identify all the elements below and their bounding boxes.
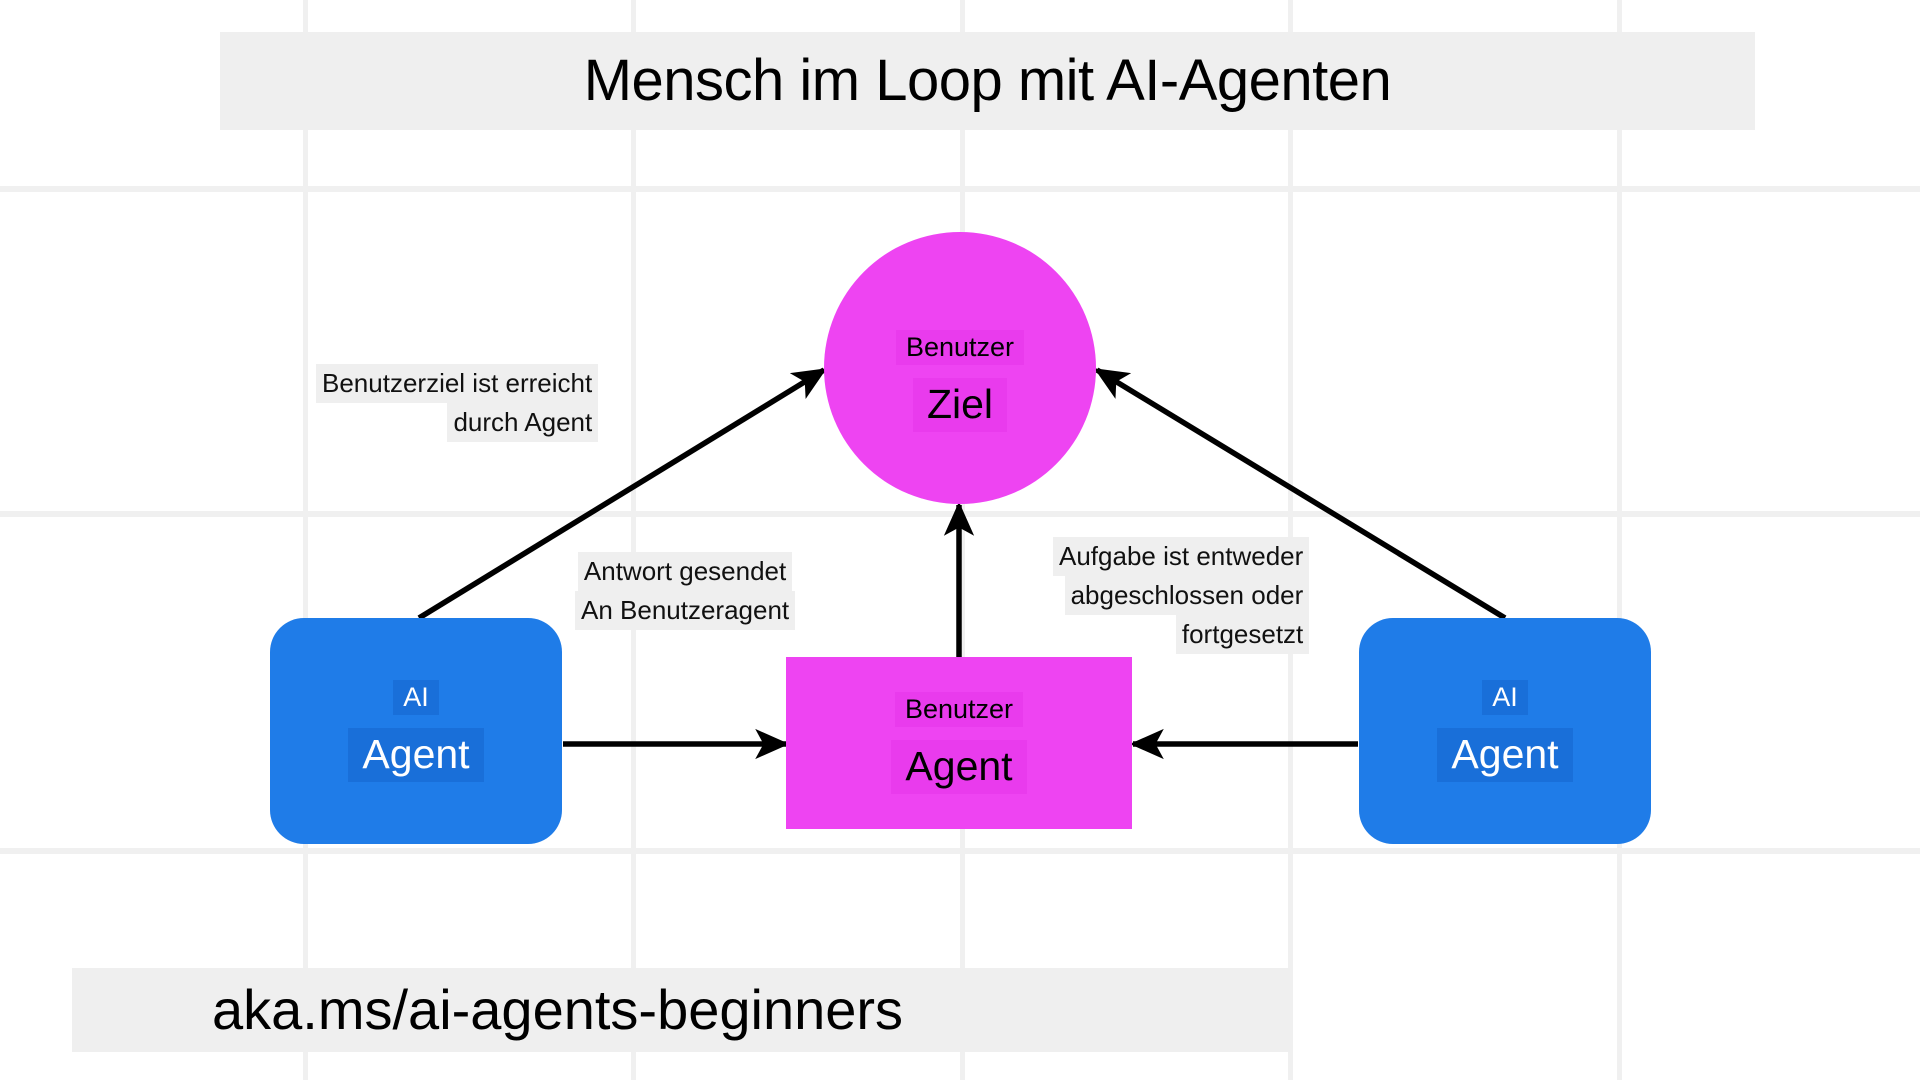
- footer-link-text[interactable]: aka.ms/ai-agents-beginners: [212, 978, 904, 1041]
- node-user-goal[interactable]: Benutzer Ziel: [824, 232, 1096, 504]
- grid-line-vertical: [960, 0, 965, 1080]
- grid-line-vertical: [303, 0, 308, 1080]
- grid-line-horizontal: [0, 848, 1920, 854]
- edge-label-response-sent-line1: Antwort gesendet: [577, 552, 793, 591]
- node-ai-agent-left-line1: AI: [393, 680, 439, 716]
- title-banner: Mensch im Loop mit AI-Agenten: [220, 32, 1755, 130]
- edge-label-goal-reached: Benutzerziel ist erreicht durch Agent: [316, 364, 599, 442]
- edge-label-response-sent: Antwort gesendet An Benutzeragent: [575, 552, 796, 630]
- footer-banner: aka.ms/ai-agents-beginners: [72, 968, 1290, 1052]
- node-user-agent[interactable]: Benutzer Agent: [786, 657, 1132, 829]
- edge-right-agent-to-user-goal: [1094, 367, 1507, 621]
- grid-line-vertical: [1617, 0, 1622, 1080]
- node-ai-agent-left-line2: Agent: [348, 728, 484, 782]
- node-user-goal-line1: Benutzer: [895, 330, 1025, 366]
- grid-line-vertical: [631, 0, 636, 1080]
- grid-line-horizontal: [0, 186, 1920, 192]
- node-user-agent-line1: Benutzer: [894, 692, 1024, 728]
- edge-label-task-status: Aufgabe ist entweder abgeschlossen oder …: [1053, 537, 1310, 654]
- edge-label-goal-reached-line2: durch Agent: [447, 402, 599, 442]
- edge-label-task-status-line2: abgeschlossen oder: [1064, 575, 1310, 615]
- node-ai-agent-left[interactable]: AI Agent: [270, 618, 562, 844]
- edge-label-task-status-line1: Aufgabe ist entweder: [1053, 537, 1310, 576]
- node-ai-agent-right-line1: AI: [1482, 680, 1528, 716]
- edge-label-goal-reached-line1: Benutzerziel ist erreicht: [316, 364, 599, 403]
- node-ai-agent-right-line2: Agent: [1437, 728, 1573, 782]
- node-ai-agent-right[interactable]: AI Agent: [1359, 618, 1651, 844]
- node-user-agent-line2: Agent: [891, 740, 1027, 794]
- edge-label-response-sent-line2: An Benutzeragent: [575, 590, 796, 630]
- node-user-goal-line2: Ziel: [912, 378, 1008, 432]
- edge-left-agent-to-user-goal: [417, 367, 827, 621]
- edge-label-task-status-line3: fortgesetzt: [1175, 614, 1310, 654]
- page-title: Mensch im Loop mit AI-Agenten: [583, 48, 1392, 113]
